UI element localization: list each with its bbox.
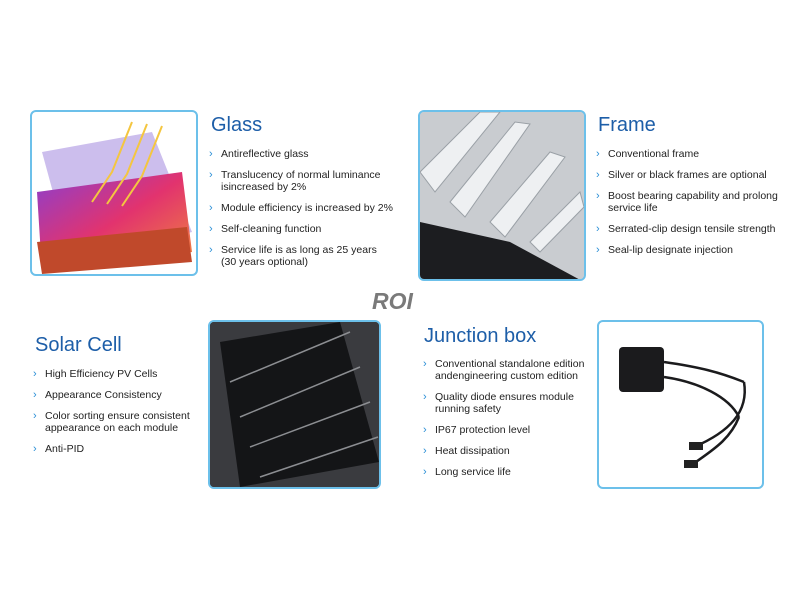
chevron-right-icon: › xyxy=(209,244,213,256)
junction-box-illustration xyxy=(619,347,747,469)
chevron-right-icon: › xyxy=(596,169,600,181)
chevron-right-icon: › xyxy=(209,223,213,235)
solar-cell-features: ›High Efficiency PV Cells ›Appearance Co… xyxy=(33,368,198,464)
roi-watermark: ROI xyxy=(372,288,413,314)
chevron-right-icon: › xyxy=(423,445,427,457)
frame-features: ›Conventional frame ›Silver or black fra… xyxy=(596,148,786,265)
chevron-right-icon: › xyxy=(596,190,600,202)
chevron-right-icon: › xyxy=(596,223,600,235)
junction-box-title: Junction box xyxy=(424,325,537,347)
list-item: ›IP67 protection level xyxy=(423,424,531,436)
chevron-right-icon: › xyxy=(423,424,427,436)
solar-cell-illustration xyxy=(210,322,379,487)
glass-title: Glass xyxy=(211,114,263,136)
chevron-right-icon: › xyxy=(596,148,600,160)
list-item: ›Seal-lip designate injection xyxy=(596,244,733,256)
list-item: ›Self-cleaning function xyxy=(209,223,322,235)
list-item: ›Conventional standalone edition andengi… xyxy=(423,358,585,382)
list-item: ›Quality diode ensures module running sa… xyxy=(423,391,574,415)
chevron-right-icon: › xyxy=(596,244,600,256)
frame-illustration xyxy=(420,112,584,279)
list-item: ›Serrated-clip design tensile strength xyxy=(596,223,776,235)
list-item: ›Heat dissipation xyxy=(423,445,510,457)
list-item: ›Silver or black frames are optional xyxy=(596,169,767,181)
junction-box-image xyxy=(597,320,764,489)
chevron-right-icon: › xyxy=(209,169,213,181)
junction-box-features: ›Conventional standalone edition andengi… xyxy=(423,358,588,487)
chevron-right-icon: › xyxy=(33,443,37,455)
chevron-right-icon: › xyxy=(33,389,37,401)
list-item: ›Anti-PID xyxy=(33,443,85,455)
list-item: ›Boost bearing capability and prolong se… xyxy=(596,190,778,214)
chevron-right-icon: › xyxy=(423,391,427,403)
list-item: ›High Efficiency PV Cells xyxy=(33,368,158,380)
chevron-right-icon: › xyxy=(209,202,213,214)
chevron-right-icon: › xyxy=(209,148,213,160)
chevron-right-icon: › xyxy=(33,410,37,422)
glass-image xyxy=(30,110,198,276)
frame-image xyxy=(418,110,586,281)
glass-features: ›Antireflective glass ›Translucency of n… xyxy=(209,148,399,277)
frame-title: Frame xyxy=(598,114,656,136)
chevron-right-icon: › xyxy=(423,358,427,370)
chevron-right-icon: › xyxy=(33,368,37,380)
solar-cell-title: Solar Cell xyxy=(35,334,122,356)
list-item: ›Translucency of normal luminance isincr… xyxy=(209,169,381,193)
list-item: ›Appearance Consistency xyxy=(33,389,162,401)
list-item: ›Long service life xyxy=(423,466,511,478)
glass-illustration xyxy=(37,121,192,274)
list-item: ›Color sorting ensure consistent appeara… xyxy=(33,410,190,434)
list-item: ›Antireflective glass xyxy=(209,148,309,160)
solar-cell-image xyxy=(208,320,381,489)
list-item: ›Module efficiency is increased by 2% xyxy=(209,202,393,214)
chevron-right-icon: › xyxy=(423,466,427,478)
list-item: ›Service life is as long as 25 years (30… xyxy=(209,244,377,268)
list-item: ›Conventional frame xyxy=(596,148,700,160)
